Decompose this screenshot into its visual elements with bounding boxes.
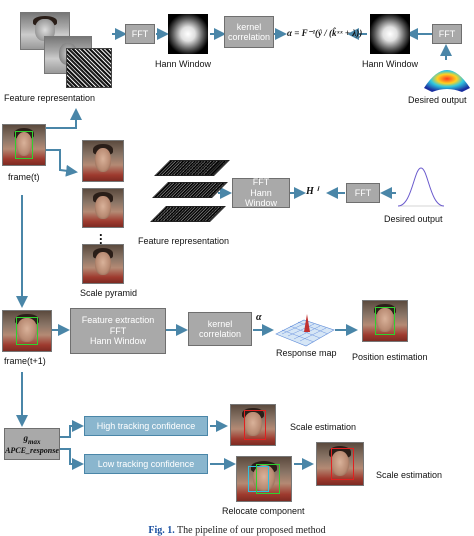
caption-fig-number: Fig. 1. [148,525,175,536]
kernel-correlation-top-box: kernel correlation [224,16,274,48]
scale-pyramid-image-3 [82,244,124,284]
position-estimation-image [362,300,408,342]
fft-hann-mid-box: FFT Hann Window [232,177,290,209]
feature-hog-image [66,48,112,88]
low-confidence-box: Low tracking confidence [84,454,208,474]
feature-extraction-line3: Hann Window [89,336,147,347]
scale-pyramid-ellipsis: ... [99,224,103,247]
desired-output-3d-surface [424,70,470,92]
feature-representation-top-label: Feature representation [4,93,96,103]
caption-text: The pipeline of our proposed method [174,525,326,536]
feature-representation-mid-label: Feature representation [138,236,230,246]
scale-pyramid-image-2 [82,188,124,228]
gaussian-curve [397,167,445,207]
kernel-top-line2: correlation [227,32,271,42]
fft-hann-mid-line1: FFT [252,177,270,188]
gmax-g: g [23,432,29,443]
alpha-formula-bottom: α [256,312,262,323]
apce-line: APCE_response [5,445,59,455]
high-confidence-box: High tracking confidence [84,416,208,436]
position-estimation-label: Position estimation [352,352,428,362]
h-formula: H ⁱ [306,186,319,197]
figure-caption: Fig. 1. The pipeline of our proposed met… [0,525,474,536]
frame-t1-label: frame(t+1) [4,356,46,366]
gmax-line: gmax [24,433,41,446]
response-map-surface [275,314,335,347]
kernel-bottom-line1: kernel [207,318,233,329]
gmax-apce-box: gmax APCE_response [4,428,60,460]
scale-estimation-image-1 [230,404,276,446]
hann-window-image-2 [370,14,410,54]
feature-extraction-line1: Feature extraction [81,315,155,326]
frame-t1-image [2,310,52,352]
feature-extraction-box: Feature extraction FFT Hann Window [70,308,166,354]
kernel-top-line1: kernel [236,21,262,32]
fft-hann-mid-line2: Hann Window [244,187,277,209]
feature-extraction-line2: FFT [109,325,127,336]
kernel-bottom-line2: correlation [198,329,242,339]
kernel-correlation-bottom-box: kernel correlation [188,312,252,346]
hann-window-image-1 [168,14,208,54]
scale-estimation-label-2: Scale estimation [376,470,443,480]
frame-t-label: frame(t) [8,172,40,182]
desired-output-mid-label: Desired output [384,214,443,224]
scale-pyramid-label: Scale pyramid [80,288,138,298]
gmax-sub: max [28,437,41,446]
hann-window-label-1: Hann Window [155,59,212,69]
fft-mid-right-box: FFT [346,183,380,203]
scale-estimation-label-1: Scale estimation [290,422,357,432]
relocate-image [236,456,292,502]
fft-top-box: FFT [125,24,155,44]
alpha-formula-top: α = F⁻¹(ŷ / (k̂ˣˣ + λ)) [287,28,363,38]
hann-window-label-2: Hann Window [362,59,419,69]
fft-right-top-box: FFT [432,24,462,44]
scale-estimation-image-2 [316,442,364,486]
frame-t-image [2,124,46,166]
scale-pyramid-image-1 [82,140,124,182]
relocate-component-label: Relocate component [222,506,305,516]
response-map-label: Response map [276,348,337,358]
desired-output-top-label: Desired output [408,95,467,105]
